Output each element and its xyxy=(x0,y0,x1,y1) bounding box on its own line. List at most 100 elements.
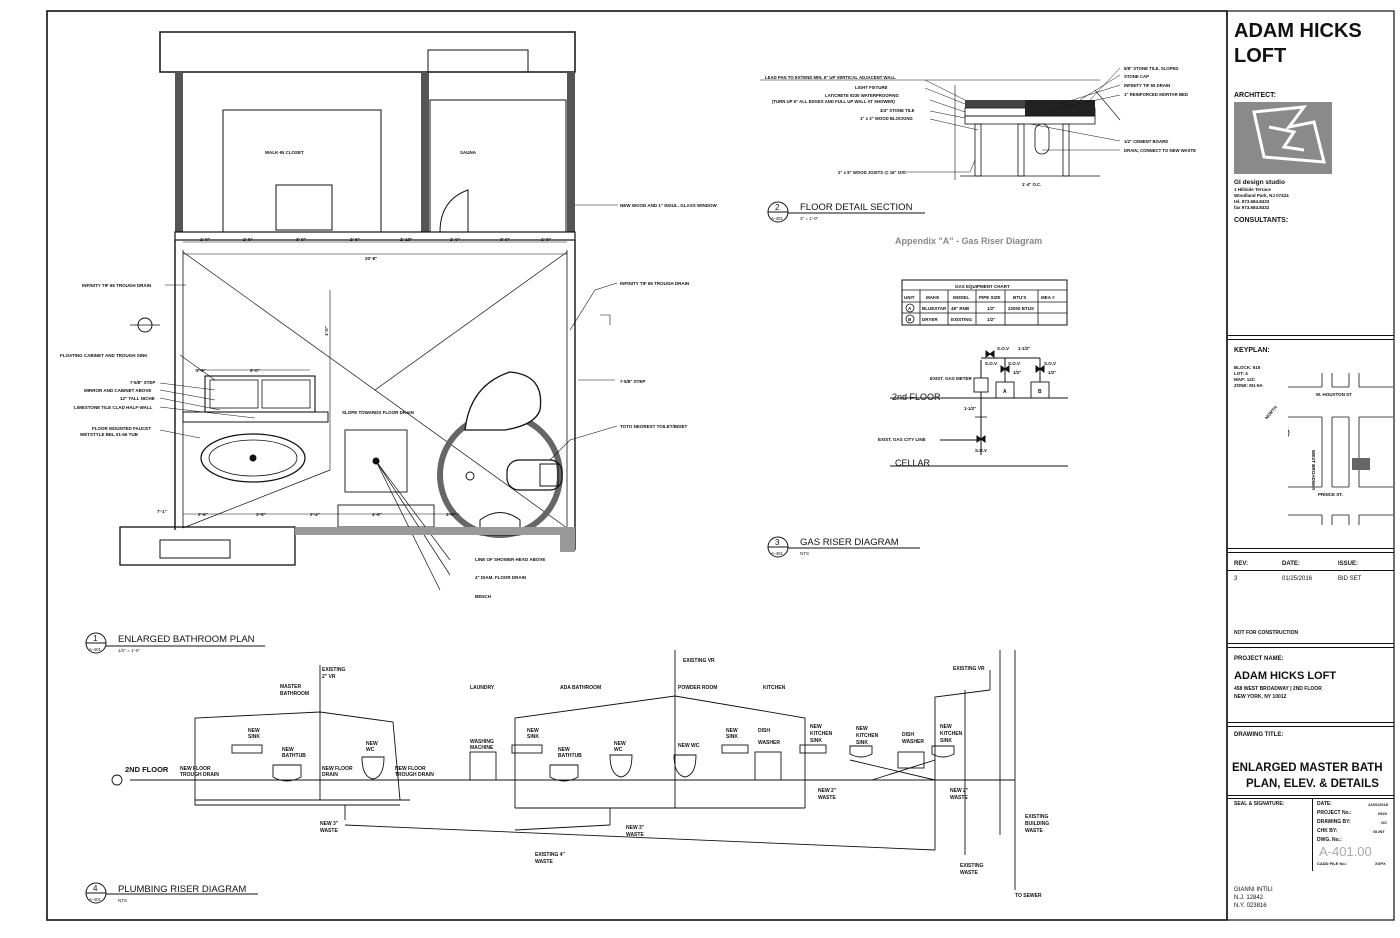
firm-tel: tel. 973.684.8433 xyxy=(1234,199,1270,204)
fixture-label: BATHTUB xyxy=(558,753,582,759)
fixture-label: NEW xyxy=(940,724,952,730)
title-scale: NTS xyxy=(118,898,127,903)
riser-label: EXISTING VR xyxy=(683,658,715,664)
waste-label: EXISTING xyxy=(960,863,983,869)
fixture-label: NEW xyxy=(856,726,868,732)
info-value: OC xyxy=(1381,820,1387,825)
cabinet-note: FLOATING CABINET AND TROUGH SINK xyxy=(60,353,148,358)
riser-second-floor-label: 2ND FLOOR xyxy=(125,765,169,774)
issue-value: BID SET xyxy=(1338,576,1362,582)
title-sheet: A-401 xyxy=(771,216,784,221)
overall-dimension: 20'-8" xyxy=(365,256,377,261)
dim-bottom: 3'-5" xyxy=(256,512,266,517)
equipment-tag-a: A xyxy=(1003,389,1007,395)
gas-chart-header: PIPE SIZE xyxy=(979,295,1001,300)
fixture-label: SINK xyxy=(940,738,952,744)
detail-note-drain-connect: DRAIN, CONNECT TO NEW WASTE xyxy=(1124,148,1196,153)
window-note: NEW WOOD AND 1" INSUL. GLASS WINDOW xyxy=(620,203,717,208)
consultants-label: CONSULTANTS: xyxy=(1234,217,1289,224)
fixture-label: NEW xyxy=(366,741,378,747)
fixture-label: NEW WC xyxy=(678,743,700,749)
gas-chart-header: MEA # xyxy=(1041,295,1055,300)
gas-chart-cell: 48" RNB xyxy=(951,306,970,311)
waste-label: WASTE xyxy=(535,859,553,865)
faucet-note-1: FLOOR MOUNTED FAUCET xyxy=(92,426,151,431)
gas-second-floor-label: 2nd FLOOR xyxy=(892,392,941,402)
title-scale: NTS xyxy=(800,551,809,556)
project-title-line-1: ADAM HICKS xyxy=(1234,20,1362,42)
project-address-1: 458 WEST BROADWAY | 2ND FLOOR xyxy=(1234,686,1322,692)
gas-meter-label: EXIST. GAS METER xyxy=(930,376,973,381)
waste-label: NEW 3" xyxy=(320,821,339,827)
dim-top: 3'-0" xyxy=(296,237,306,242)
signer-ny-license: N.Y. 023816 xyxy=(1234,903,1267,909)
title-sheet: A-401 xyxy=(771,551,784,556)
detail-joist-spacing: 1'-4" O.C. xyxy=(1022,182,1041,187)
sov-label: S.O.V xyxy=(985,361,997,366)
drawing-title-line-2: PLAN, ELEV. & DETAILS xyxy=(1246,778,1379,790)
fixture-label: NEW xyxy=(527,728,539,734)
drawing-title-4: 4 A-401 PLUMBING RISER DIAGRAM NTS xyxy=(85,882,258,904)
gas-chart-cell: EXISTING xyxy=(951,317,973,322)
room-label-powder: POWDER ROOM xyxy=(678,685,717,691)
street-broadway: WEST BROADWAY xyxy=(1311,450,1316,491)
waste-label: WASTE xyxy=(1025,828,1043,834)
gas-chart-title: GAS EQUIPMENT CHART xyxy=(955,284,1010,289)
seal-label: SEAL & SIGNATURE: xyxy=(1234,801,1285,807)
title-number: 1 xyxy=(93,634,98,643)
detail-note-sloped-tile: 5/8" STONE TILE, SLOPED xyxy=(1124,66,1179,71)
fixture-label: SINK xyxy=(248,734,260,740)
block-value: BLOCK: 515 xyxy=(1234,365,1261,370)
gas-chart-cell: 22000 BTUS xyxy=(1008,306,1034,311)
gas-chart-cell: DRYER xyxy=(922,317,938,322)
signer-name: GIANNI INTILI xyxy=(1234,887,1273,893)
drawing-info-table: DATE: 12/01/2015 PROJECT No.: 0923 DRAWI… xyxy=(1312,799,1395,871)
dim-top: 2'-6" xyxy=(350,237,360,242)
firm-address-1: 1 Hillside Terrace xyxy=(1234,187,1271,192)
detail-note-waterproofing: LATICRETE 9235 WATERPROOFING xyxy=(825,93,900,98)
title-sheet: A-401 xyxy=(89,647,102,652)
waste-label: NEW 3" xyxy=(626,825,645,831)
room-label-master-bath: MASTER xyxy=(280,684,302,690)
title-number: 3 xyxy=(775,538,780,547)
fixture-label: DISH xyxy=(758,728,770,734)
waste-label: WASTE xyxy=(818,795,836,801)
fixture-label: KITCHEN xyxy=(856,733,879,739)
fixture-label: TROUGH DRAIN xyxy=(180,772,219,778)
info-value: GI.INT xyxy=(1373,829,1385,834)
fixture-label: SINK xyxy=(726,734,738,740)
not-for-construction: NOT FOR CONSTRUCTION xyxy=(1234,630,1299,636)
info-value: XXPX xyxy=(1375,861,1386,866)
toto-note: TOTO NEOREST TOILET/BIDET xyxy=(620,424,688,429)
floor-drain-note: 4" DIAM. FLOOR DRAIN xyxy=(475,575,526,580)
logo-mark-icon xyxy=(1252,105,1326,164)
fixture-label: NEW xyxy=(248,728,260,734)
detail-note-lead-pan: LEAD PAN TO EXTEND MIN. 6" UP VERTICAL A… xyxy=(765,75,896,80)
fixture-label: DRAIN xyxy=(322,772,338,778)
fixture-label: WC xyxy=(614,747,623,753)
zone-value: ZONE: M1-5A xyxy=(1234,383,1263,388)
drawing-title-label: DRAWING TITLE: xyxy=(1234,732,1284,738)
to-sewer-label: TO SEWER xyxy=(1015,893,1042,899)
firm-address-2: Woodland Park, NJ 07424 xyxy=(1234,193,1289,198)
riser-label: EXISTING VR xyxy=(953,666,985,672)
date-label: DATE: xyxy=(1282,561,1300,567)
title-block: ADAM HICKS LOFT ARCHITECT: GI design stu… xyxy=(1228,10,1394,922)
dim-vertical: 1'-0" xyxy=(324,326,329,336)
street-prince: PRINCE ST. xyxy=(1318,492,1343,497)
fixture-label: NEW FLOOR xyxy=(395,766,426,772)
fixture-label: DISH xyxy=(902,732,914,738)
title-number: 2 xyxy=(775,203,780,212)
waste-label: WASTE xyxy=(950,795,968,801)
lot-value: LOT: 4 xyxy=(1234,371,1248,376)
project-address-2: NEW YORK, NY 10012 xyxy=(1234,694,1287,700)
fixture-label: BATHTUB xyxy=(282,753,306,759)
fixture-label: KITCHEN xyxy=(940,731,963,737)
gas-cellar-label: CELLAR xyxy=(895,458,931,468)
pipe-size-label: 1/2" xyxy=(1013,370,1021,375)
date-value: 01/25/2016 xyxy=(1282,576,1313,582)
gas-chart-header: UNIT xyxy=(904,295,915,300)
fixture-label: SINK xyxy=(856,740,868,746)
info-label: PROJECT No.: xyxy=(1317,810,1352,816)
